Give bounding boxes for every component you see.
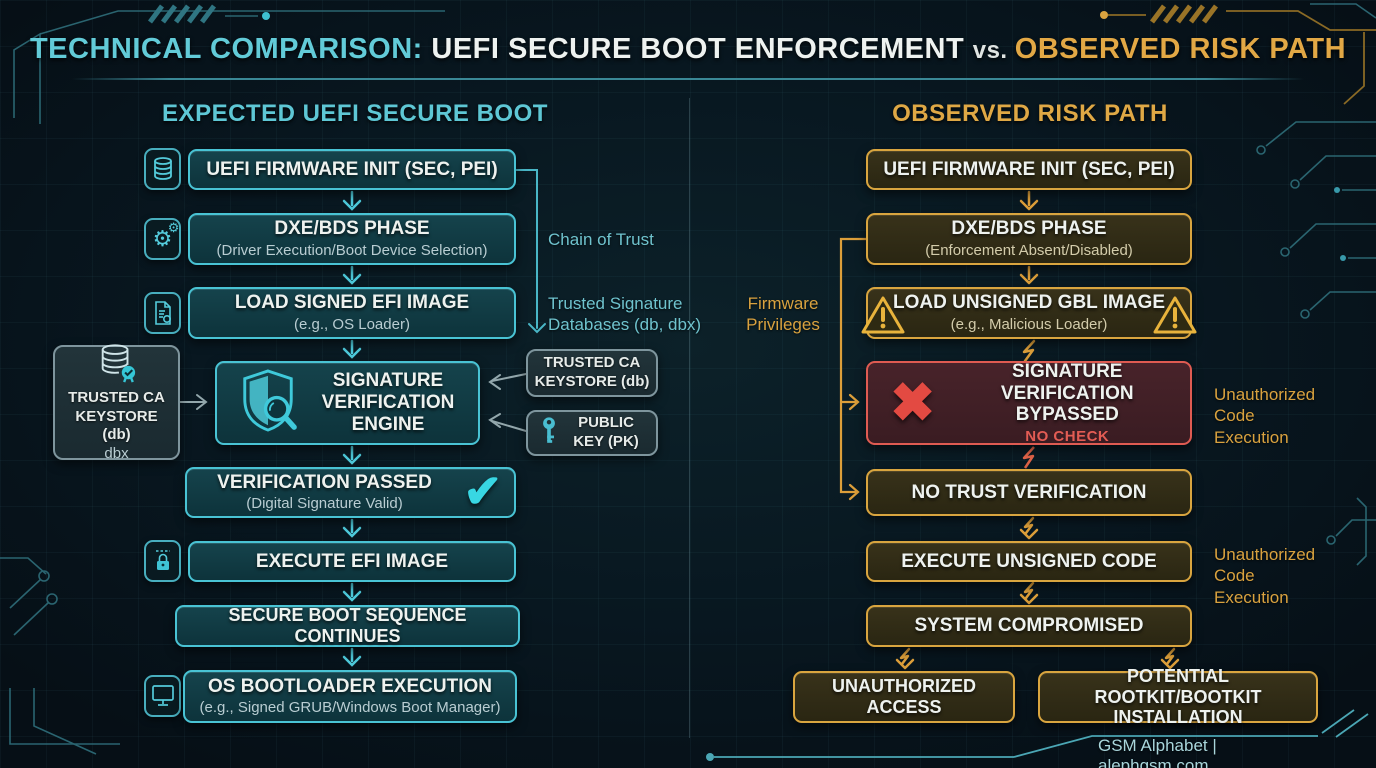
flow-box-dxe-bds: DXE/BDS PHASE (Driver Execution/Boot Dev…: [188, 213, 516, 265]
risk-box-load-unsigned-gbl: LOAD UNSIGNED GBL IMAGE (e.g., Malicious…: [861, 287, 1197, 339]
flow-box-uefi-firmware-init: UEFI FIRMWARE INIT (SEC, PEI): [188, 149, 516, 190]
trusted-signature-databases-label: Trusted Signature Databases (db, dbx): [548, 294, 702, 335]
risk-box-unauthorized-access: UNAUTHORIZED ACCESS: [793, 671, 1015, 723]
signed-document-icon: [144, 292, 181, 334]
title-risk: OBSERVED RISK PATH: [1014, 33, 1347, 65]
lock-icon: [144, 540, 181, 582]
risk-box-rootkit-installation: POTENTIAL ROOTKIT/BOOTKIT INSTALLATION: [1038, 666, 1318, 727]
column-divider: [689, 98, 690, 738]
warning-triangle-icon: [860, 294, 906, 341]
public-key-box: PUBLIC KEY (PK): [526, 410, 658, 456]
risk-box-signature-bypassed: ✖ SIGNATURE VERIFICATION BYPASSED NO CHE…: [866, 361, 1192, 445]
title-main: UEFI SECURE BOOT ENFORCEMENT: [422, 33, 973, 65]
trusted-ca-keystore-db-box: TRUSTED CA KEYSTORE (db): [526, 349, 658, 397]
title-underline: [72, 78, 1304, 80]
title-prefix: TECHNICAL COMPARISON:: [29, 33, 423, 65]
database-icon: [144, 148, 181, 190]
flow-box-secure-boot-continues: SECURE BOOT SEQUENCE CONTINUES: [175, 605, 520, 647]
trusted-ca-keystore-dbx-box: TRUSTED CA KEYSTORE (db) dbx: [53, 342, 180, 462]
page-title: TECHNICAL COMPARISON: UEFI SECURE BOOT E…: [0, 33, 1376, 66]
flow-box-load-signed-efi: LOAD SIGNED EFI IMAGE (e.g., OS Loader): [188, 287, 516, 339]
footer-credit: GSM Alphabet | alephgsm.com: [1098, 736, 1217, 768]
risk-box-uefi-firmware-init: UEFI FIRMWARE INIT (SEC, PEI): [866, 149, 1192, 190]
flow-box-execute-efi: EXECUTE EFI IMAGE: [188, 541, 516, 582]
unauthorized-code-execution-label-bottom: Unauthorized Code Execution: [1214, 545, 1316, 607]
chain-of-trust-label: Chain of Trust: [548, 230, 654, 249]
gears-icon: ⚙⚙: [144, 218, 181, 260]
risk-box-execute-unsigned: EXECUTE UNSIGNED CODE: [866, 541, 1192, 582]
right-column-header: OBSERVED RISK PATH: [892, 100, 1168, 127]
risk-box-no-trust-verification: NO TRUST VERIFICATION: [866, 469, 1192, 516]
risk-box-dxe-bds: DXE/BDS PHASE (Enforcement Absent/Disabl…: [866, 213, 1192, 265]
flow-box-os-bootloader: OS BOOTLOADER EXECUTION (e.g., Signed GR…: [183, 670, 517, 723]
database-check-icon: [91, 342, 143, 389]
flow-box-signature-verification-engine: SIGNATURE VERIFICATION ENGINE: [215, 361, 480, 445]
monitor-icon: [144, 675, 181, 717]
checkmark-icon: ✔: [463, 464, 502, 517]
key-icon: [539, 415, 559, 452]
title-vs: vs.: [972, 37, 1015, 64]
risk-box-system-compromised: SYSTEM COMPROMISED: [866, 605, 1192, 647]
flow-box-verification-passed: VERIFICATION PASSED (Digital Signature V…: [185, 464, 516, 518]
left-column-header: EXPECTED UEFI SECURE BOOT: [162, 100, 548, 127]
firmware-privileges-label: Firmware Privileges: [746, 294, 820, 335]
shield-magnifier-icon: [237, 367, 299, 440]
warning-triangle-icon: [1152, 294, 1198, 341]
red-x-icon: ✖: [890, 373, 936, 433]
unauthorized-code-execution-label-top: Unauthorized Code Execution: [1214, 385, 1316, 447]
